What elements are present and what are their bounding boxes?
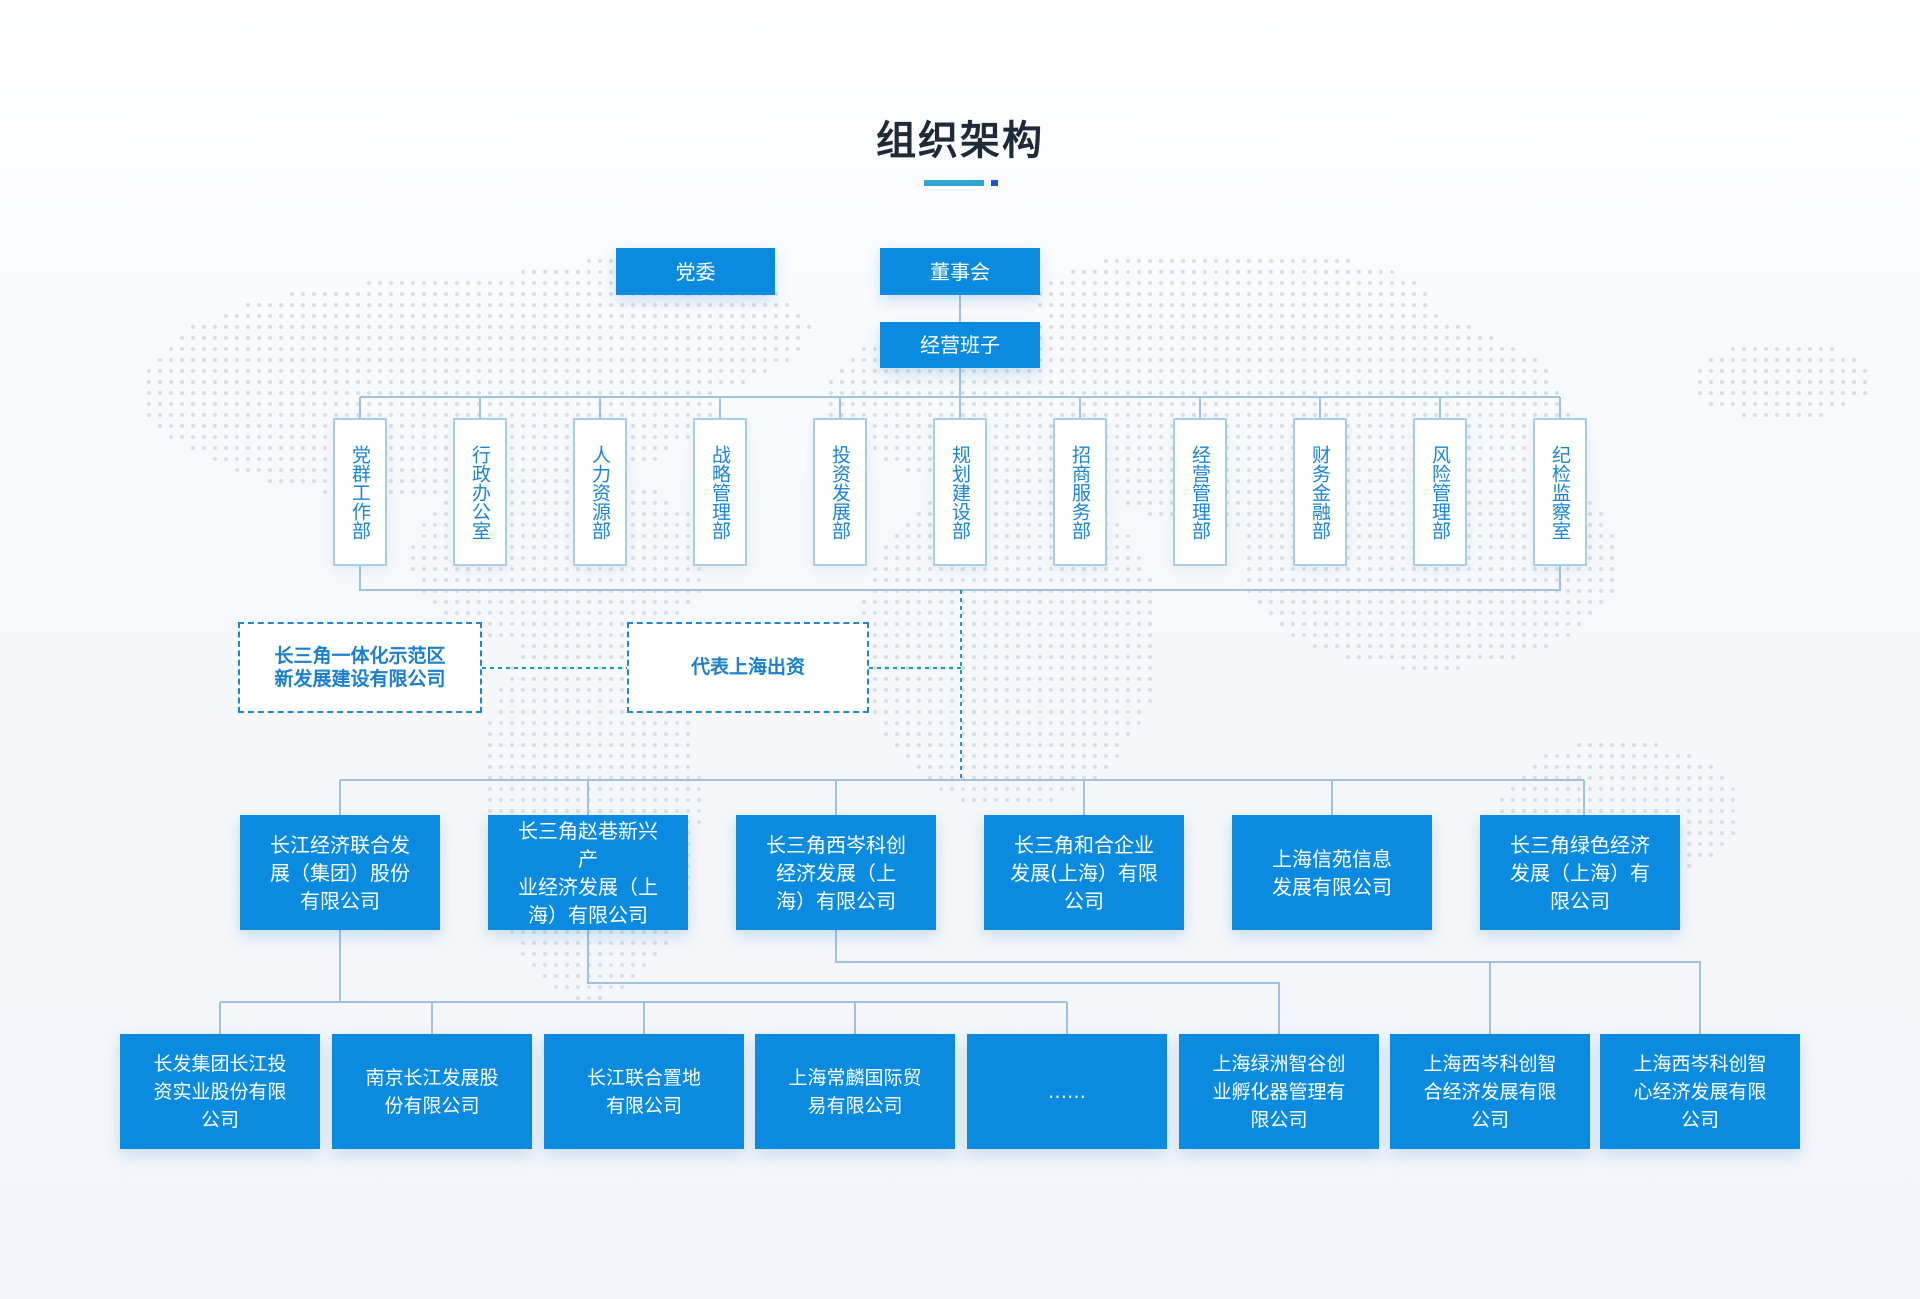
- affiliate-xicen-zhixin[interactable]: 上海西岑科创智 心经济发展有限 公司: [1600, 1034, 1800, 1149]
- title-underline-dot: [991, 180, 998, 186]
- dept-risk[interactable]: 风险管理部: [1413, 418, 1467, 566]
- subsidiary-changjiang-group[interactable]: 长江经济联合发 展（集团）股份 有限公司: [240, 815, 440, 930]
- subsidiary-xinyuan[interactable]: 上海信苑信息 发展有限公司: [1232, 815, 1432, 930]
- dept-investment-service[interactable]: 招商服务部: [1053, 418, 1107, 566]
- affiliate-changfa-investment[interactable]: 长发集团长江投 资实业股份有限 公司: [120, 1034, 320, 1149]
- dept-finance[interactable]: 财务金融部: [1293, 418, 1347, 566]
- subsidiary-green-economy[interactable]: 长三角绿色经济 发展（上海）有 限公司: [1480, 815, 1680, 930]
- subsidiary-xicen[interactable]: 长三角西岑科创 经济发展（上 海）有限公司: [736, 815, 936, 930]
- shanghai-investment-label: 代表上海出资: [627, 622, 869, 713]
- affiliate-xicen-zhihe[interactable]: 上海西岑科创智 合经济发展有限 公司: [1390, 1034, 1590, 1149]
- dept-planning[interactable]: 规划建设部: [933, 418, 987, 566]
- page-title: 组织架构: [876, 118, 1044, 164]
- title-underline-accent: [924, 180, 984, 186]
- affiliate-changlin-trade[interactable]: 上海常麟国际贸 易有限公司: [755, 1034, 955, 1149]
- dept-strategy[interactable]: 战略管理部: [693, 418, 747, 566]
- subsidiary-zhaoxiang[interactable]: 长三角赵巷新兴产 业经济发展（上 海）有限公司: [488, 815, 688, 930]
- dept-discipline[interactable]: 纪检监察室: [1533, 418, 1587, 566]
- dept-operation[interactable]: 经营管理部: [1173, 418, 1227, 566]
- affiliate-nanjing-changjiang[interactable]: 南京长江发展股 份有限公司: [332, 1034, 532, 1149]
- affiliate-more[interactable]: ……: [967, 1034, 1167, 1149]
- dept-admin-office[interactable]: 行政办公室: [453, 418, 507, 566]
- dept-investment[interactable]: 投资发展部: [813, 418, 867, 566]
- subsidiary-hehe[interactable]: 长三角和合企业 发展(上海）有限 公司: [984, 815, 1184, 930]
- management-node[interactable]: 经营班子: [880, 322, 1040, 368]
- dept-hr[interactable]: 人力资源部: [573, 418, 627, 566]
- dept-party-work[interactable]: 党群工作部: [333, 418, 387, 566]
- party-committee-node[interactable]: 党委: [616, 248, 775, 295]
- board-node[interactable]: 董事会: [880, 248, 1040, 295]
- affiliate-lvzhou-incubator[interactable]: 上海绿洲智谷创 业孵化器管理有 限公司: [1179, 1034, 1379, 1149]
- affiliate-changjiang-land[interactable]: 长江联合置地 有限公司: [544, 1034, 744, 1149]
- demonstration-zone-company[interactable]: 长三角一体化示范区 新发展建设有限公司: [238, 622, 482, 713]
